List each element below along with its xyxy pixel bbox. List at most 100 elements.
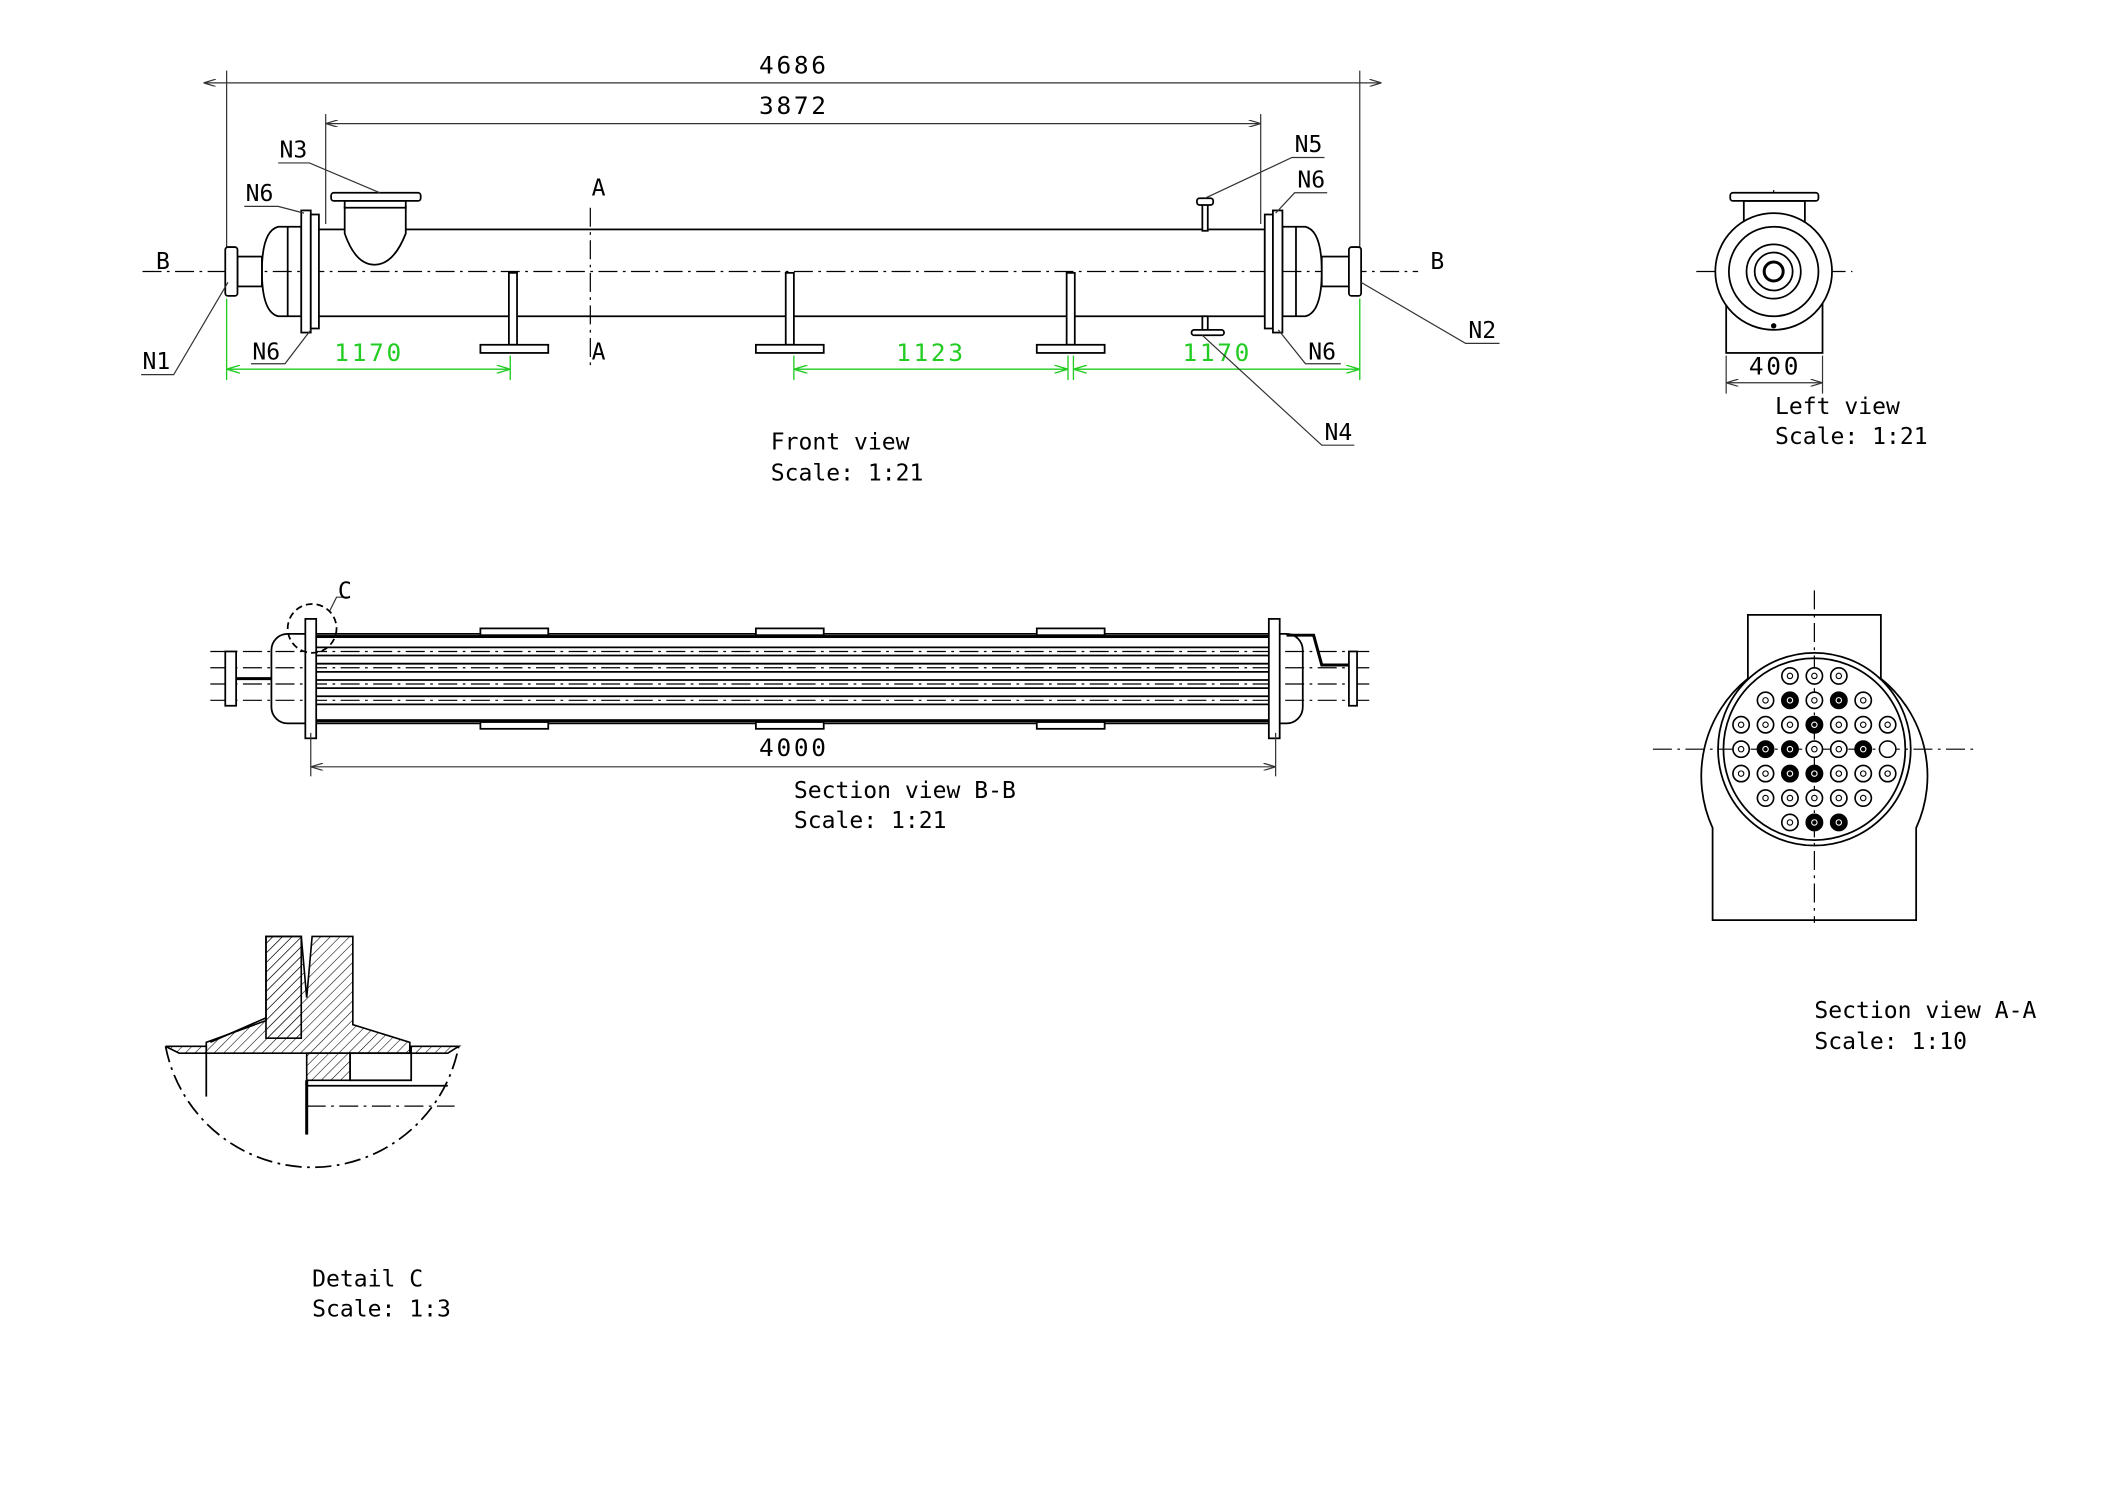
left-view: 400 Left view Scale: 1:21: [1696, 190, 1928, 450]
tube-hole: [1805, 764, 1824, 783]
left-view-scale: Scale: 1:21: [1775, 424, 1928, 450]
nozzle-label-n5: N5: [1295, 132, 1323, 158]
tube-bundle: [1732, 666, 1897, 832]
tube-hole: [1732, 740, 1751, 759]
tube-bore: [1835, 794, 1843, 802]
section-view-bb: C 4000 Section view B-B Scale: 1:21: [210, 579, 1371, 834]
tube-bore: [1762, 721, 1769, 729]
tube-hole: [1780, 764, 1799, 783]
detail-c: Detail C Scale: 1:3: [164, 935, 462, 1322]
tube-hole: [1732, 715, 1751, 734]
nozzle-label-n4: N4: [1324, 420, 1352, 446]
tube-hole: [1829, 764, 1848, 783]
tube-hole: [1854, 715, 1873, 734]
tube-bore: [1737, 745, 1745, 753]
section-aa-title: Section view A-A: [1814, 998, 2036, 1024]
tube-bore: [1762, 794, 1769, 802]
dim-overall: 4686: [759, 50, 829, 79]
tube-hole: [1854, 789, 1873, 807]
tube-hole: [1878, 715, 1897, 734]
tube-bore: [1762, 745, 1769, 753]
front-view-scale: Scale: 1:21: [771, 460, 924, 486]
tube-hole: [1756, 691, 1775, 710]
tube-hole: [1854, 740, 1873, 759]
tube-hole: [1878, 764, 1897, 783]
tube-hole: [1854, 764, 1873, 783]
tube-bore: [1859, 770, 1867, 777]
tube-bore: [1884, 721, 1891, 729]
section-mark-a-bottom: A: [592, 340, 606, 366]
tube-bore: [1835, 672, 1843, 680]
dim-shell: 3872: [759, 91, 829, 120]
tube-bore: [1835, 819, 1843, 826]
front-view-title: Front view: [771, 429, 910, 455]
section-bb-scale: Scale: 1:21: [794, 808, 947, 834]
tube-hole: [1756, 715, 1775, 734]
tube-bore: [1811, 770, 1818, 777]
dim-support-right: 1170: [1182, 338, 1252, 367]
tube-hole: [1780, 789, 1799, 807]
tube-bore: [1859, 794, 1867, 802]
tube-hole: [1829, 691, 1848, 710]
nozzle-label-n6-bottom-right: N6: [1308, 340, 1336, 366]
tube-hole: [1829, 715, 1848, 734]
tube-bore: [1786, 770, 1794, 777]
tube-hole: [1780, 813, 1799, 832]
tube-hole: [1756, 789, 1775, 807]
tube-bore: [1835, 745, 1843, 753]
tube-hole: [1829, 813, 1848, 832]
tube-bore: [1762, 697, 1769, 704]
dim-support-left: 1170: [334, 338, 404, 367]
tube-bore: [1786, 794, 1794, 802]
dim-left-view-width: 400: [1749, 352, 1801, 381]
section-view-aa: Section view A-A Scale: 1:10: [1652, 590, 2037, 1055]
tube-bore: [1835, 770, 1843, 777]
tube-bore: [1884, 770, 1891, 777]
tube-bore: [1859, 745, 1867, 753]
front-view: 4686 3872 A A B B 1170 1123 1170: [141, 50, 1500, 486]
tube-bore: [1786, 745, 1794, 753]
nozzle-label-n6-top-left: N6: [246, 181, 274, 207]
nozzle-label-n3: N3: [280, 138, 308, 164]
tube-bore: [1835, 721, 1843, 729]
tube-bore: [1786, 721, 1794, 729]
tube-hole: [1780, 715, 1799, 734]
tube-bore: [1811, 794, 1818, 802]
left-view-title: Left view: [1775, 394, 1900, 420]
tube-bore: [1737, 721, 1745, 729]
tube-bore: [1835, 697, 1843, 704]
tube-bore: [1786, 672, 1794, 680]
tube-hole: [1829, 666, 1848, 685]
tube-hole: [1805, 813, 1824, 832]
tube-hole: [1829, 740, 1848, 759]
tube-hole: [1854, 691, 1873, 710]
tube-hole: [1756, 764, 1775, 783]
tube-hole: [1805, 740, 1824, 759]
tube-hole: [1780, 691, 1799, 710]
tube-hole: [1878, 740, 1897, 758]
tube-bore: [1737, 770, 1745, 777]
nozzle-label-n6-top-right: N6: [1297, 167, 1325, 193]
nozzle-label-n2: N2: [1468, 318, 1496, 344]
tube-hole: [1805, 715, 1824, 734]
tube-bore: [1811, 745, 1818, 753]
tube-bore: [1811, 819, 1818, 826]
tube-hole: [1780, 740, 1799, 759]
dim-tube-length: 4000: [759, 733, 829, 762]
nozzle-label-n1: N1: [142, 349, 170, 375]
detail-c-title: Detail C: [312, 1267, 423, 1293]
tube-bore: [1786, 819, 1794, 826]
tube-hole: [1780, 666, 1799, 685]
tube-hole: [1805, 666, 1824, 685]
dim-support-mid: 1123: [896, 338, 966, 367]
detail-c-scale: Scale: 1:3: [312, 1296, 451, 1322]
tube-bore: [1786, 697, 1794, 704]
tube-hole: [1756, 740, 1775, 759]
section-mark-a-top: A: [592, 176, 606, 202]
tube-bore: [1859, 721, 1867, 729]
tube-bore: [1811, 672, 1818, 680]
tube-hole: [1805, 691, 1824, 710]
detail-mark-c: C: [338, 579, 352, 605]
tube-bore: [1859, 697, 1867, 704]
